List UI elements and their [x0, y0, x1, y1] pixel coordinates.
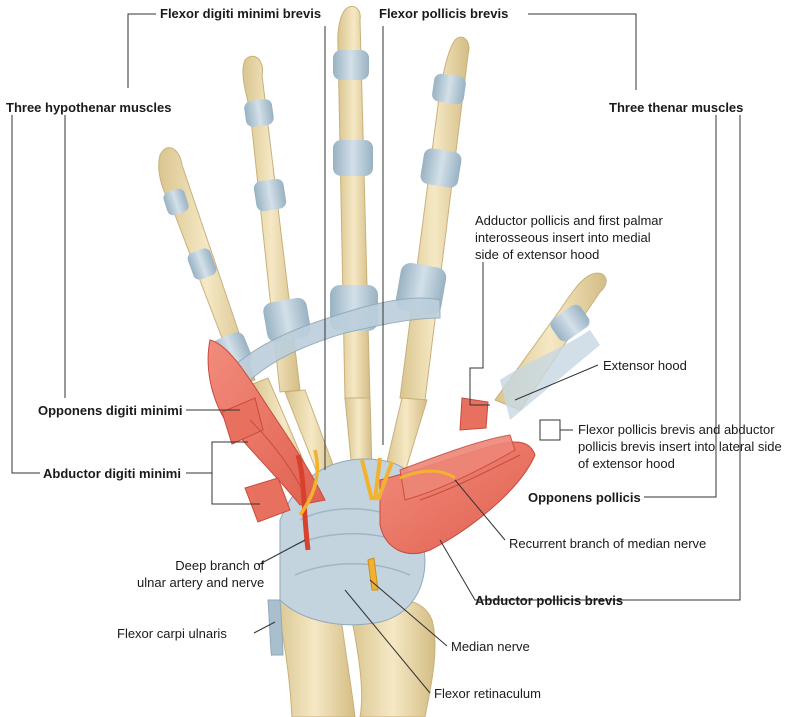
label-flexor-pollicis-brevis: Flexor pollicis brevis — [379, 6, 509, 21]
label-fpb-apb-insert: Flexor pollicis brevis and abductor poll… — [578, 422, 782, 471]
label-abductor-pollicis-brevis: Abductor pollicis brevis — [475, 593, 624, 608]
label-three-thenar-muscles: Three thenar muscles — [609, 100, 744, 115]
little-finger — [158, 147, 256, 386]
label-flexor-digiti-minimi-brevis: Flexor digiti minimi brevis — [160, 6, 322, 21]
deep-transverse-ligament — [234, 297, 441, 386]
index-finger — [395, 36, 470, 401]
leader-lines — [11, 13, 741, 694]
label-flexor-carpi-ulnaris: Flexor carpi ulnaris — [117, 626, 227, 641]
label-abductor-digiti-minimi: Abductor digiti minimi — [43, 466, 181, 481]
label-three-hypothenar-muscles: Three hypothenar muscles — [6, 100, 172, 115]
thumb — [494, 272, 607, 420]
label-median-nerve: Median nerve — [451, 639, 530, 654]
nerves-vessels — [295, 449, 456, 591]
thenar-muscles — [379, 397, 536, 555]
label-recurrent-branch: Recurrent branch of median nerve — [509, 536, 707, 551]
hypothenar-muscles — [207, 339, 326, 523]
label-opponens-digiti-minimi: Opponens digiti minimi — [38, 403, 183, 418]
forearm-bones — [267, 599, 436, 717]
label-extensor-hood: Extensor hood — [603, 358, 687, 373]
label-opponens-pollicis: Opponens pollicis — [528, 490, 641, 505]
middle-finger — [330, 5, 378, 401]
label-deep-branch: Deep branch of ulnar artery and nerve — [137, 558, 265, 590]
label-adductor-insert: Adductor pollicis and first palmar inter… — [475, 213, 663, 262]
label-flexor-retinaculum: Flexor retinaculum — [434, 686, 541, 701]
